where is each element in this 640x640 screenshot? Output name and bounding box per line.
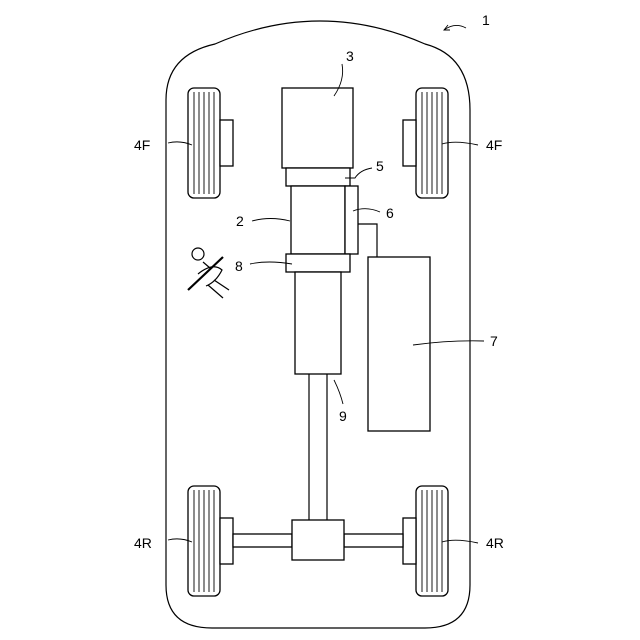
label-front-right-wheel: 4F (486, 137, 502, 153)
rear-axle (233, 520, 403, 560)
propeller-shaft (309, 374, 327, 520)
label-component-2: 2 (236, 213, 244, 229)
driver-steering-icon (188, 248, 229, 298)
component-3-box (282, 88, 353, 168)
label-component-8: 8 (235, 258, 243, 274)
label-component-6: 6 (386, 205, 394, 221)
rear-right-wheel (403, 486, 448, 596)
component-8-box (286, 254, 350, 272)
label-component-5: 5 (376, 158, 384, 174)
label-vehicle: 1 (482, 12, 490, 28)
label-component-7: 7 (490, 333, 498, 349)
front-right-wheel (403, 88, 448, 198)
front-left-wheel (188, 88, 233, 198)
label-rear-right-wheel: 4R (486, 535, 504, 551)
label-component-3: 3 (346, 48, 354, 64)
component-6-box (345, 186, 358, 254)
component-5-box (286, 168, 350, 186)
label-component-9: 9 (339, 408, 347, 424)
component-9-box (295, 272, 341, 374)
component-2-box (291, 186, 345, 254)
label-front-left-wheel: 4F (134, 137, 150, 153)
label-rear-left-wheel: 4R (134, 535, 152, 551)
cable-6-to-7 (358, 224, 377, 257)
rear-left-wheel (188, 486, 233, 596)
